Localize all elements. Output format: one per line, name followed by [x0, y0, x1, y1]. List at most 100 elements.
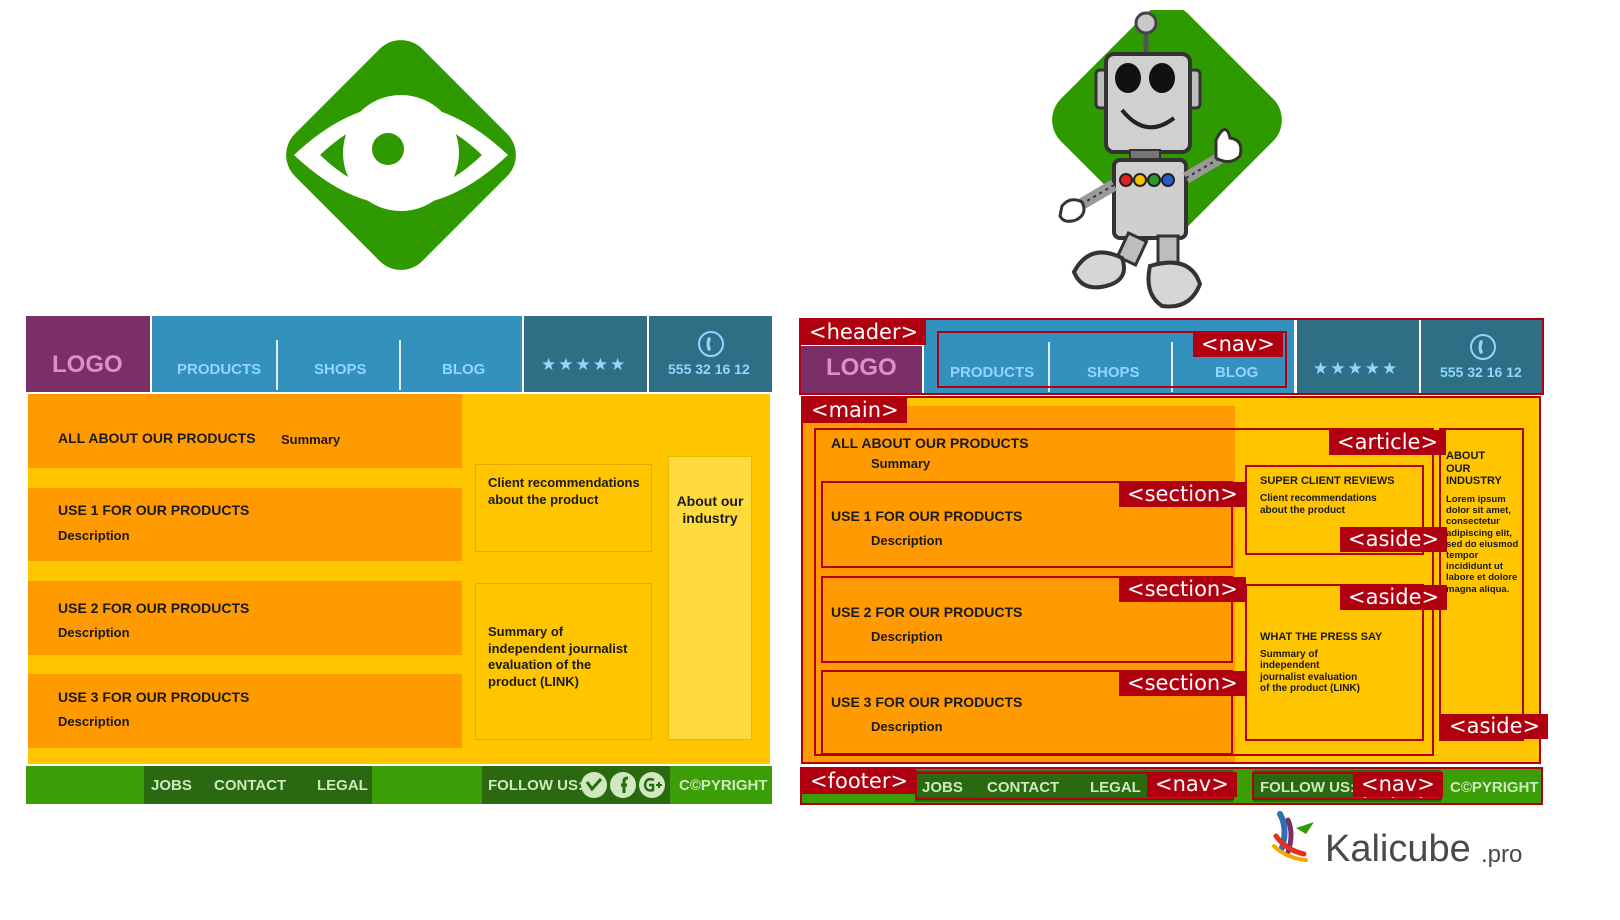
footer-link-jobs[interactable]: JOBS	[151, 777, 192, 794]
nav-bar	[152, 316, 522, 392]
aside-tag: <aside>	[1340, 527, 1448, 552]
main-title: ALL ABOUT OUR PRODUCTS	[58, 430, 256, 446]
eye-icon	[286, 40, 516, 270]
use-title: USE 1 FOR OUR PRODUCTS	[58, 502, 250, 518]
header-tag: <header>	[801, 320, 927, 345]
footer-outline	[800, 767, 1543, 805]
use-block	[28, 674, 462, 748]
nav-item-blog[interactable]: BLOG	[442, 361, 486, 378]
description-label: Description	[871, 719, 943, 734]
article-tag: <article>	[1329, 430, 1447, 455]
press-summary-text: Summary of independent journalist evalua…	[1260, 649, 1360, 694]
section-tag: <section>	[1119, 482, 1246, 507]
nav-separator	[399, 340, 401, 390]
brand-name: Kalicube	[1325, 828, 1471, 870]
summary-label: Summary	[281, 432, 341, 447]
client-recommendations-text: Client recommendations about the product	[488, 475, 640, 507]
use-title: USE 2 FOR OUR PRODUCTS	[831, 604, 1023, 620]
phone-number: 555 32 16 12	[1440, 364, 1522, 380]
brand-suffix: .pro	[1481, 841, 1523, 868]
reviews-block	[524, 316, 647, 392]
follow-us-label: FOLLOW US:	[1260, 779, 1355, 796]
summary-label: Summary	[871, 456, 931, 471]
logo-block[interactable]	[26, 316, 150, 392]
phone-block[interactable]	[1421, 320, 1542, 393]
lorem-text: Lorem ipsum dolor sit amet, consectetur …	[1446, 494, 1519, 595]
nav-item-shops[interactable]: SHOPS	[314, 361, 367, 378]
section-outline	[821, 576, 1233, 663]
use-title: USE 2 FOR OUR PRODUCTS	[58, 600, 250, 616]
footer-link-legal[interactable]: LEGAL	[1090, 779, 1141, 796]
nav-item-products[interactable]: PRODUCTS	[177, 361, 262, 378]
main-tag: <main>	[803, 398, 907, 423]
footer-link-jobs[interactable]: JOBS	[922, 779, 963, 796]
robot-icon	[1052, 10, 1282, 309]
description-label: Description	[58, 625, 130, 640]
product-block	[28, 394, 462, 468]
rating-stars: ★★★★★	[541, 355, 628, 374]
footer-tag: <footer>	[802, 769, 917, 794]
about-industry-box	[668, 456, 752, 740]
about-industry-title: ABOUT OUR INDUSTRY	[1446, 450, 1502, 487]
about-industry-text: About our industry	[676, 493, 744, 526]
twitter-icon[interactable]	[580, 771, 608, 799]
press-summary-text: Summary of independent journalist evalua…	[488, 624, 628, 689]
aside-outline-press	[1245, 584, 1424, 741]
nav-tag: <nav>	[1353, 772, 1443, 797]
reviews-block	[1297, 320, 1419, 393]
client-reviews-title: SUPER CLIENT REVIEWS	[1260, 475, 1395, 487]
section-outline	[821, 481, 1233, 568]
press-title: WHAT THE PRESS SAY	[1260, 631, 1383, 643]
copyright-label: C©PYRIGHT	[1450, 779, 1539, 796]
client-recommendations-text: Client recommendations about the product	[1260, 493, 1377, 516]
logo-block[interactable]	[800, 346, 922, 393]
footer-link-contact[interactable]: CONTACT	[987, 779, 1060, 796]
client-recommendations-box	[475, 464, 652, 552]
main-title: ALL ABOUT OUR PRODUCTS	[831, 435, 1029, 451]
aside-tag: <aside>	[1340, 585, 1448, 610]
aside-outline-about	[1439, 428, 1524, 741]
use-title: USE 1 FOR OUR PRODUCTS	[831, 508, 1023, 524]
description-label: Description	[871, 533, 943, 548]
description-label: Description	[58, 714, 130, 729]
description-label: Description	[58, 528, 130, 543]
footer-link-legal[interactable]: LEGAL	[317, 777, 368, 794]
social-block	[482, 766, 670, 804]
nav-item-shops[interactable]: SHOPS	[1087, 364, 1140, 381]
nav-separator	[1048, 342, 1050, 392]
nav-outline	[937, 331, 1287, 388]
phone-number: 555 32 16 12	[668, 361, 750, 377]
nav-tag: <nav>	[1193, 332, 1283, 357]
use-title: USE 3 FOR OUR PRODUCTS	[58, 689, 250, 705]
nav-separator	[276, 340, 278, 390]
rating-stars: ★★★★★	[1313, 359, 1400, 378]
use-block	[28, 488, 462, 561]
phone-icon	[1470, 334, 1496, 360]
follow-us-label: FOLLOW US:	[488, 777, 583, 794]
phone-block[interactable]	[649, 316, 772, 392]
facebook-icon[interactable]	[609, 771, 637, 799]
nav-item-products[interactable]: PRODUCTS	[950, 364, 1035, 381]
nav-tag: <nav>	[1147, 772, 1237, 797]
main-outline	[801, 396, 1541, 764]
footer-link-contact[interactable]: CONTACT	[214, 777, 287, 794]
nav-separator	[1171, 342, 1173, 392]
use-title: USE 3 FOR OUR PRODUCTS	[831, 694, 1023, 710]
footer-links-block	[144, 766, 372, 804]
description-label: Description	[871, 629, 943, 644]
logo-text: LOGO	[52, 351, 123, 378]
section-outline	[821, 670, 1233, 755]
section-tag: <section>	[1119, 671, 1246, 696]
google-plus-icon[interactable]	[638, 771, 666, 799]
logo-text: LOGO	[826, 354, 897, 381]
aside-tag: <aside>	[1441, 714, 1549, 739]
press-summary-box	[475, 583, 652, 740]
use-block	[28, 581, 462, 655]
aside-outline-client-reviews	[1245, 465, 1424, 555]
kalicube-logo-icon	[1272, 811, 1314, 862]
section-tag: <section>	[1119, 577, 1246, 602]
nav-item-blog[interactable]: BLOG	[1215, 364, 1259, 381]
copyright-label: C©PYRIGHT	[679, 777, 768, 794]
phone-icon	[698, 331, 724, 357]
header-outline	[799, 318, 1544, 395]
